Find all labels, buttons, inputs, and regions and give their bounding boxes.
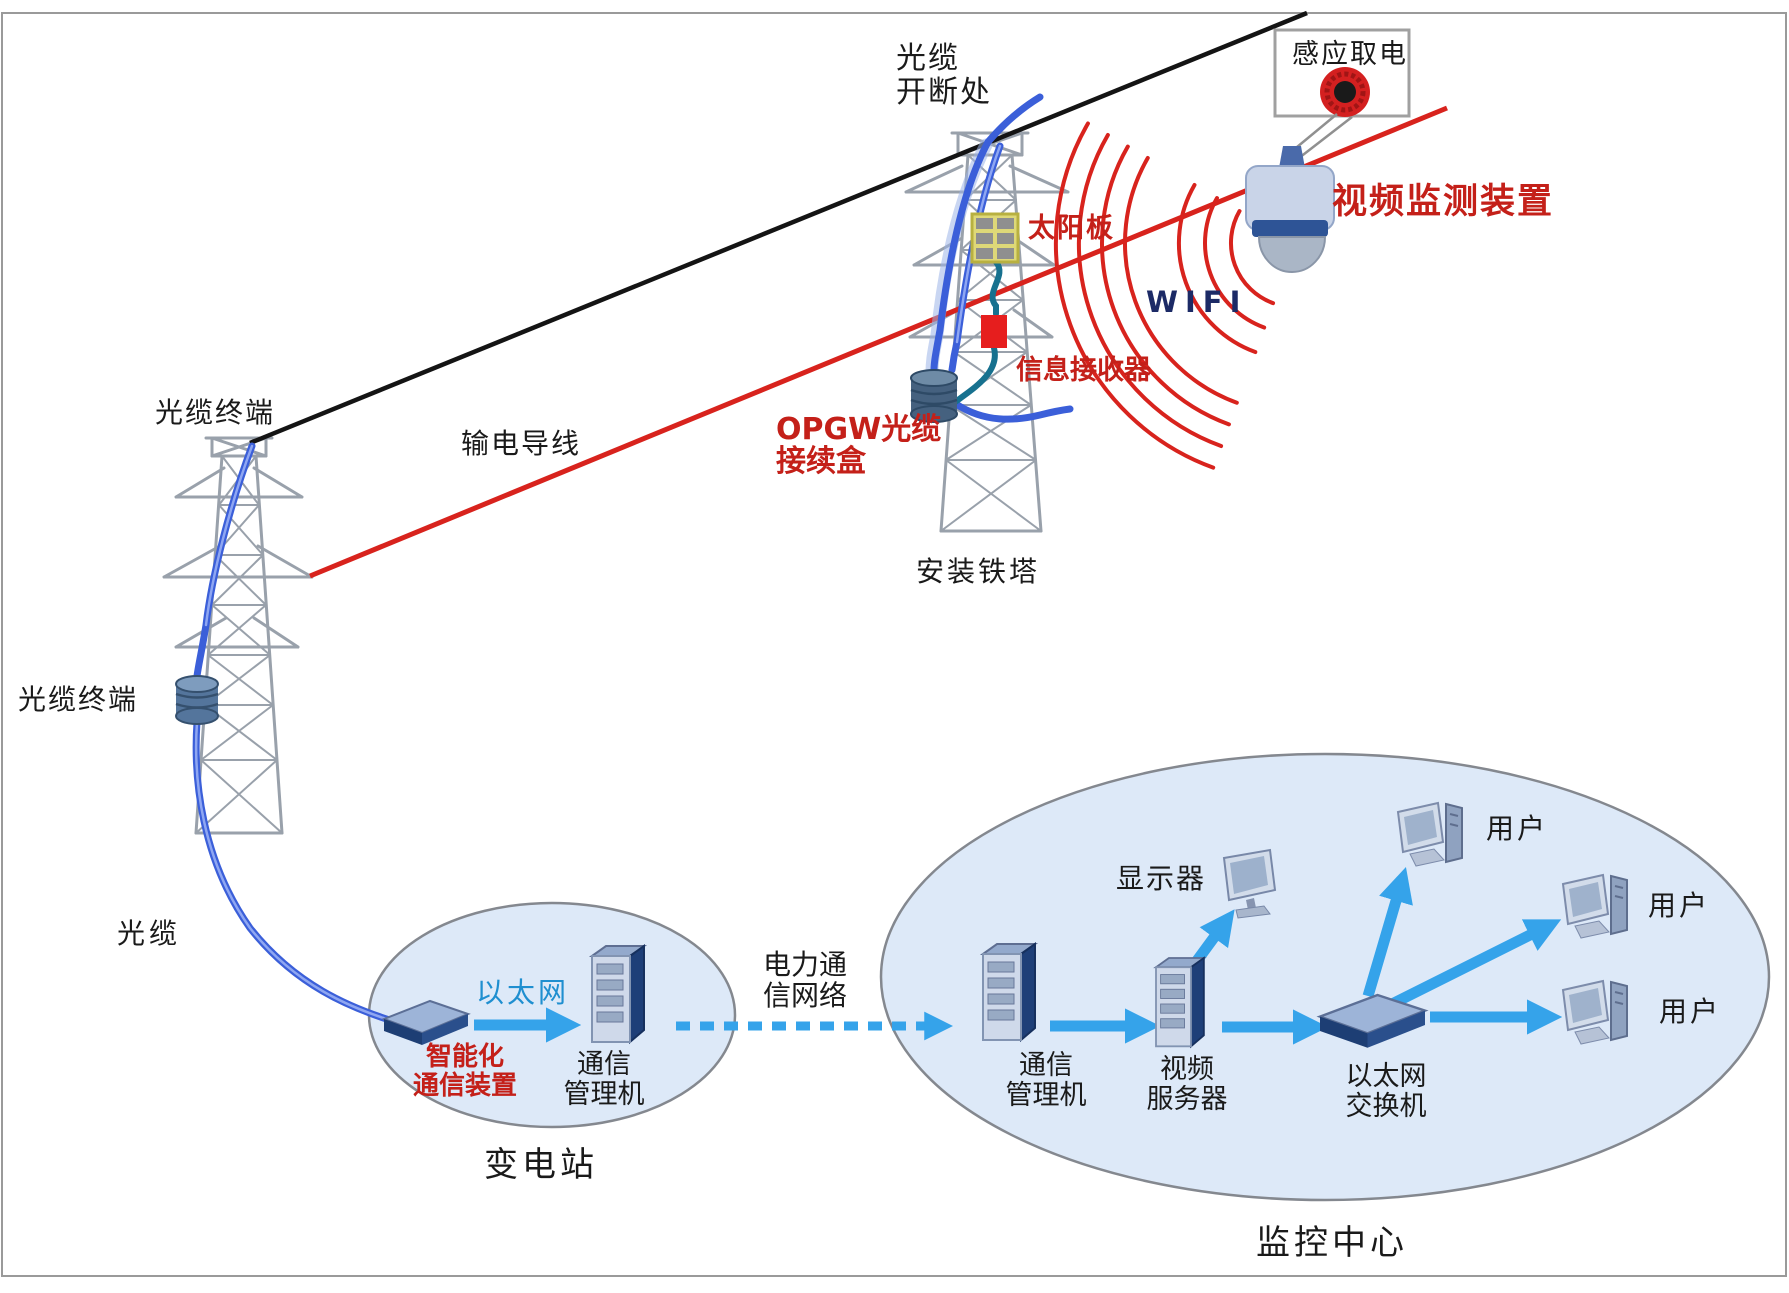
solar-panel-label: 太阳板 [1028, 213, 1115, 244]
page-border [1, 12, 1787, 1277]
user-middle-label: 用户 [1648, 889, 1711, 922]
dome-camera [1245, 146, 1335, 273]
monitoring-center-region [879, 752, 1771, 1202]
fiber-terminal-top-label: 光缆终端 [155, 396, 276, 429]
wifi-label: WIFI [1146, 285, 1248, 319]
opgw-ground-wire [249, 10, 1308, 446]
info-receiver-label: 信息接收器 [1016, 355, 1151, 386]
fiber-cable-label: 光缆 [117, 917, 182, 950]
info-receiver-box [981, 315, 1007, 348]
user-top-label: 用户 [1486, 812, 1549, 845]
induction-power-label: 感应取电 [1292, 39, 1408, 70]
fiber-terminal-box [175, 675, 219, 725]
flow-arrows [474, 866, 1563, 1045]
power-wire-label: 输电导线 [461, 427, 582, 460]
monitoring-center-label: 监控中心 [1256, 1223, 1408, 1263]
substation-label: 变电站 [484, 1145, 598, 1185]
video-server-label: 视频 服务器 [1146, 1054, 1228, 1116]
display-label: 显示器 [1116, 862, 1207, 895]
comm-manager-substation-label: 通信 管理机 [563, 1049, 645, 1111]
comm-manager-monitoring [982, 943, 1036, 1041]
smart-device-label: 智能化 通信装置 [412, 1042, 517, 1102]
fiber-cables [192, 93, 1074, 1026]
video-server [1155, 957, 1205, 1048]
wifi-signal-arcs [1053, 121, 1276, 470]
solar-panel [970, 212, 1020, 264]
opgw-splice-label: OPGW光缆 接续盒 [776, 412, 942, 480]
ethernet-switch-label: 以太网 交换机 [1345, 1061, 1427, 1123]
fiber-break-label: 光缆 开断处 [896, 41, 992, 110]
power-network-label: 电力通 信网络 [762, 948, 847, 1013]
opgw-splice-box [910, 369, 958, 423]
pointer-lines [1290, 113, 1353, 159]
user-bottom-label: 用户 [1659, 995, 1722, 1028]
comm-manager-substation [591, 945, 645, 1043]
fiber-terminal-bottom-label: 光缆终端 [18, 683, 139, 716]
comm-manager-monitoring-label: 通信 管理机 [1005, 1050, 1087, 1112]
install-tower-label: 安装铁塔 [916, 555, 1041, 588]
video-monitor-label: 视频监测装置 [1332, 182, 1555, 222]
ethernet-label: 以太网 [476, 976, 570, 1009]
induction-power-box [1273, 28, 1411, 159]
